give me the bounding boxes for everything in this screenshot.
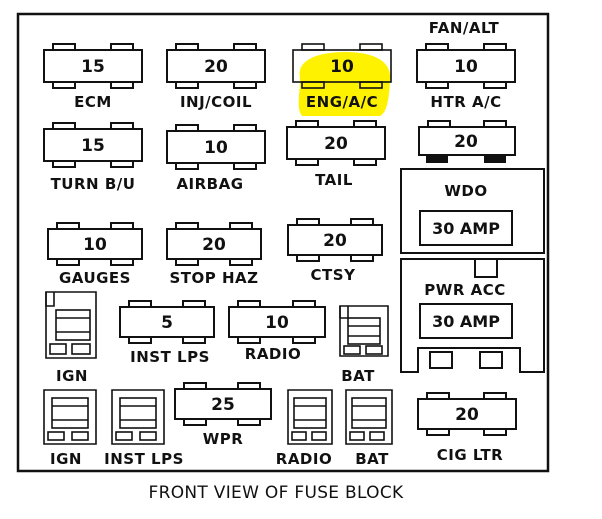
fuse-turn-bu-label: TURN B/U <box>51 175 136 193</box>
breaker-pwr-acc[interactable]: 30 AMP <box>419 303 513 339</box>
relay-ign-lower-label: IGN <box>50 450 82 468</box>
fuse-ecm-value: 15 <box>81 57 105 77</box>
relay-ign-upper-label: IGN <box>56 367 88 385</box>
fuse-ctsy-label: CTSY <box>311 266 357 284</box>
fuse-eng-ac[interactable]: 10 <box>292 43 392 89</box>
relay-inst-lps-lower[interactable] <box>111 389 165 445</box>
fuse-ecm-label: ECM <box>74 93 112 111</box>
fuse-gauges-value: 10 <box>83 235 107 255</box>
wdo-breaker-label: WDO <box>444 182 487 200</box>
breaker-wdo-value: 30 AMP <box>432 219 500 238</box>
fuse-wpr[interactable]: 25 <box>174 382 272 426</box>
fuse-cig-ltr[interactable]: 20 <box>417 392 517 436</box>
fuse-airbag-label: AIRBAG <box>176 175 243 193</box>
fuse-ctsy-value: 20 <box>323 231 347 251</box>
fuse-inst-lps[interactable]: 5 <box>119 300 215 344</box>
pwr-acc-tab-right <box>479 351 503 369</box>
relay-radio-lower[interactable] <box>287 389 333 445</box>
fuse-htr-ac[interactable]: 10 <box>416 43 516 89</box>
diagram-caption: FRONT VIEW OF FUSE BLOCK <box>149 483 404 503</box>
relay-radio-lower-label: RADIO <box>276 450 332 468</box>
fuse-airbag-value: 10 <box>204 138 228 158</box>
fuse-tail-label: TAIL <box>315 171 353 189</box>
relay-bat-upper-label: BAT <box>341 367 375 385</box>
fuse-turn-bu-value: 15 <box>81 136 105 156</box>
fuse-gauges-label: GAUGES <box>59 269 131 287</box>
pwr-acc-tab-left <box>429 351 453 369</box>
fuse-tail-value: 20 <box>324 134 348 154</box>
fuse-radio[interactable]: 10 <box>228 300 326 344</box>
fuse-eng-ac-label: ENG/A/C <box>306 93 378 111</box>
pwr-acc-tab-top <box>474 258 498 278</box>
fuse-eng-ac-value: 10 <box>330 57 354 77</box>
fuse-gauges[interactable]: 10 <box>47 222 143 266</box>
fuse-inj-coil-value: 20 <box>204 57 228 77</box>
fuse-inst-lps-value: 5 <box>161 313 173 333</box>
relay-bat-lower-label: BAT <box>355 450 389 468</box>
relay-inst-lps-lower-label: INST LPS <box>104 450 184 468</box>
fuse-tail[interactable]: 20 <box>286 120 386 166</box>
fuse-inj-coil-label: INJ/COIL <box>180 93 252 111</box>
fuse-htr-ac-value: 10 <box>454 57 478 77</box>
fuse-stop-haz-value: 20 <box>202 235 226 255</box>
fuse-ecm[interactable]: 15 <box>43 43 143 89</box>
relay-bat-upper[interactable] <box>339 305 389 357</box>
fuse-stop-haz[interactable]: 20 <box>166 222 262 266</box>
fuse-ctsy[interactable]: 20 <box>287 218 383 262</box>
relay-bat-lower[interactable] <box>345 389 393 445</box>
eng-ac-highlight <box>298 52 391 116</box>
fuse-wpr-value: 25 <box>211 395 235 415</box>
fuse-cig-ltr-label: CIG LTR <box>437 446 503 464</box>
fuse-wdo[interactable]: 20 <box>418 120 516 163</box>
fuse-stop-haz-label: STOP HAZ <box>169 269 258 287</box>
fuse-inj-coil[interactable]: 20 <box>166 43 266 89</box>
breaker-wdo[interactable]: 30 AMP <box>419 210 513 246</box>
fuse-airbag[interactable]: 10 <box>166 124 266 170</box>
relay-ign-upper[interactable] <box>45 291 97 359</box>
breaker-pwr-acc-value: 30 AMP <box>432 312 500 331</box>
fuse-wpr-label: WPR <box>203 430 244 448</box>
fuse-radio-label: RADIO <box>245 345 301 363</box>
pwr-acc-breaker-label: PWR ACC <box>424 281 505 299</box>
fuse-cig-ltr-value: 20 <box>455 405 479 425</box>
fuse-inst-lps-label: INST LPS <box>130 348 210 366</box>
fuse-turn-bu[interactable]: 15 <box>43 122 143 168</box>
fuse-wdo-value: 20 <box>454 132 478 152</box>
fuse-radio-value: 10 <box>265 313 289 333</box>
fuse-htr-ac-top-label: FAN/ALT <box>429 19 500 37</box>
relay-ign-lower[interactable] <box>43 389 97 445</box>
fuse-htr-ac-label: HTR A/C <box>430 93 501 111</box>
